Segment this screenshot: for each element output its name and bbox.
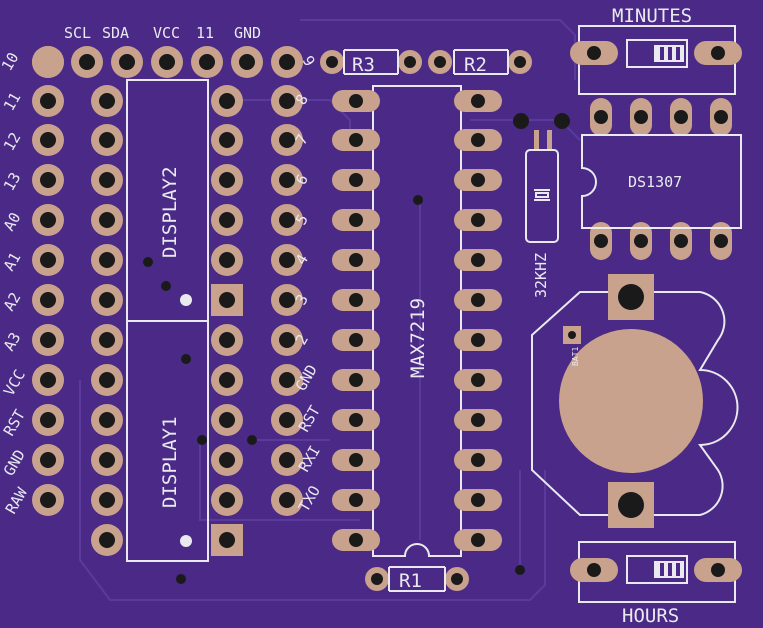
display1-pin1-marker (180, 535, 192, 547)
display-left-pins (91, 85, 123, 556)
max7219-label: MAX7219 (407, 298, 429, 378)
ds1307-ic: DS1307 (581, 98, 742, 260)
display2-pin1-marker (180, 294, 192, 306)
display2-label: DISPLAY2 (159, 166, 181, 258)
crystal-label: 32KHZ (532, 253, 550, 298)
resistor-r3: R3 (320, 49, 422, 76)
hours-label: HOURS (622, 605, 679, 627)
label-gnd-top: GND (234, 24, 261, 42)
display1-outline (126, 320, 209, 562)
label-scl: SCL (64, 24, 91, 42)
battery-holder: BAT1 (531, 274, 739, 528)
max7219-ic: MAX7219 (332, 85, 502, 557)
minutes-button[interactable]: MINUTES (570, 5, 742, 95)
inner-header-pins (271, 85, 303, 516)
minutes-label: MINUTES (612, 5, 692, 27)
label-10: 10 (0, 49, 22, 74)
r1-label: R1 (399, 570, 422, 592)
crystal-32khz: 32KHZ (513, 113, 570, 298)
label-vcc-top: VCC (153, 24, 180, 42)
vias (143, 195, 525, 584)
ds1307-label: DS1307 (628, 173, 682, 191)
display-right-pins (211, 85, 243, 556)
hours-button[interactable]: HOURS (570, 541, 742, 627)
label-sda: SDA (102, 24, 129, 42)
battery-label: BAT1 (571, 347, 580, 366)
r2-label: R2 (464, 54, 487, 76)
r3-label: R3 (352, 54, 375, 76)
resistor-r1: R1 (365, 566, 469, 592)
left-header-pins (32, 46, 64, 516)
label-11-top: 11 (196, 24, 214, 42)
display1-label: DISPLAY1 (159, 416, 181, 508)
resistor-r2: R2 (428, 49, 532, 76)
